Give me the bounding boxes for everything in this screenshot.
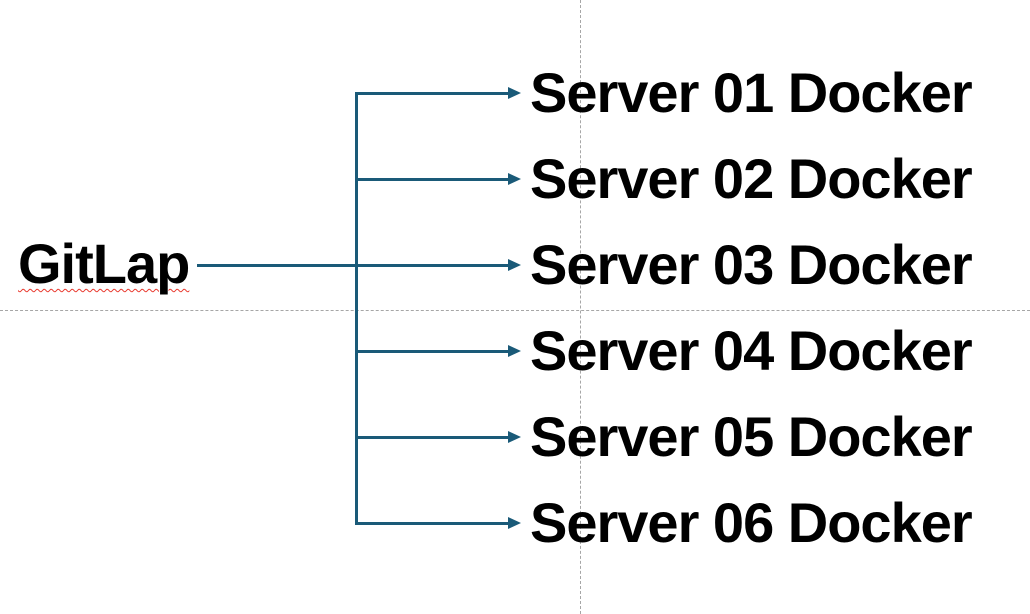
server-node-label[interactable]: Server 05 Docker <box>530 405 973 468</box>
arrow-right-icon <box>508 516 521 529</box>
arrow-right-icon <box>508 172 521 185</box>
root-node-label[interactable]: GitLap <box>18 231 190 295</box>
server-node-label[interactable]: Server 01 Docker <box>530 61 973 124</box>
server-node-label[interactable]: Server 03 Docker <box>530 233 973 296</box>
connector-branch-line <box>356 435 509 439</box>
server-node-label[interactable]: Server 04 Docker <box>530 319 973 382</box>
connector-branch-line <box>356 263 509 267</box>
connector-branch-line <box>356 177 509 181</box>
connector-branch-line <box>356 349 509 353</box>
server-node-label[interactable]: Server 02 Docker <box>530 147 973 210</box>
arrow-right-icon <box>508 430 521 443</box>
root-connector-line <box>197 263 357 267</box>
arrow-right-icon <box>508 86 521 99</box>
connector-trunk-line <box>355 91 358 525</box>
arrow-right-icon <box>508 258 521 271</box>
connector-branch-line <box>356 521 509 525</box>
connector-branch-line <box>356 91 509 95</box>
vertical-alignment-guide <box>580 0 581 614</box>
server-node-label[interactable]: Server 06 Docker <box>530 491 973 554</box>
arrow-right-icon <box>508 344 521 357</box>
horizontal-alignment-guide <box>0 310 1030 311</box>
